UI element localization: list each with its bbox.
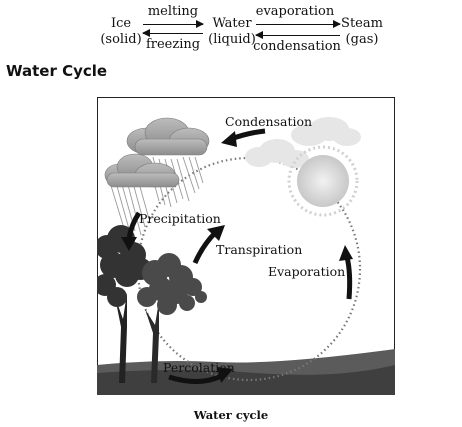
figure-caption: Water cycle xyxy=(193,408,269,422)
evaporation-arrow-shape xyxy=(344,256,353,300)
state-water-name: Water xyxy=(212,16,252,31)
sun-icon xyxy=(287,145,359,217)
ground-shadow xyxy=(97,365,395,395)
evaporation-arrow xyxy=(256,20,341,28)
condensation-label: Condensation xyxy=(225,114,313,129)
precipitation-arrow-shape xyxy=(126,211,142,240)
state-water: Water (liquid) xyxy=(204,16,260,48)
transpiration-arrowhead xyxy=(207,225,225,241)
transpiration-arrow-shape xyxy=(192,231,217,265)
percolation-arrow-shape xyxy=(168,372,225,384)
evaporation-arrowhead xyxy=(339,245,353,261)
water-cycle-svg xyxy=(94,97,395,395)
page-title: Water Cycle xyxy=(6,62,108,80)
state-steam: Steam (gas) xyxy=(338,16,386,48)
light-cloud-icon xyxy=(245,117,361,168)
precipitation-arrowhead xyxy=(121,237,137,251)
condensation-arrowhead xyxy=(221,131,237,147)
water-cycle-illustration: Condensation Precipitation Transpiration… xyxy=(94,97,395,395)
freezing-arrow xyxy=(142,29,203,37)
evaporation-label: Evaporation xyxy=(268,264,346,279)
precipitation-label: Precipitation xyxy=(139,211,221,226)
melting-arrow xyxy=(143,20,204,28)
transpiration-label: Transpiration xyxy=(216,242,303,257)
freezing-label: freezing xyxy=(145,37,201,52)
rain-cloud-icon xyxy=(104,117,210,188)
tree-icon xyxy=(94,225,207,383)
condensation-arrow xyxy=(255,31,340,39)
melting-label: melting xyxy=(147,4,199,19)
condensation-label: condensation xyxy=(253,39,341,54)
state-ice-name: Ice xyxy=(110,16,132,31)
state-steam-name: Steam xyxy=(341,16,383,31)
percolation-arrowhead xyxy=(217,367,233,383)
state-ice: Ice (solid) xyxy=(98,16,144,48)
phase-change-diagram: Ice (solid) Water (liquid) Steam (gas) m… xyxy=(0,0,462,60)
state-water-phase: (liquid) xyxy=(208,32,256,47)
percolation-label: Percolation xyxy=(163,360,235,375)
state-ice-phase: (solid) xyxy=(100,32,142,47)
evaporation-label: evaporation xyxy=(255,4,335,19)
state-steam-phase: (gas) xyxy=(345,32,379,47)
